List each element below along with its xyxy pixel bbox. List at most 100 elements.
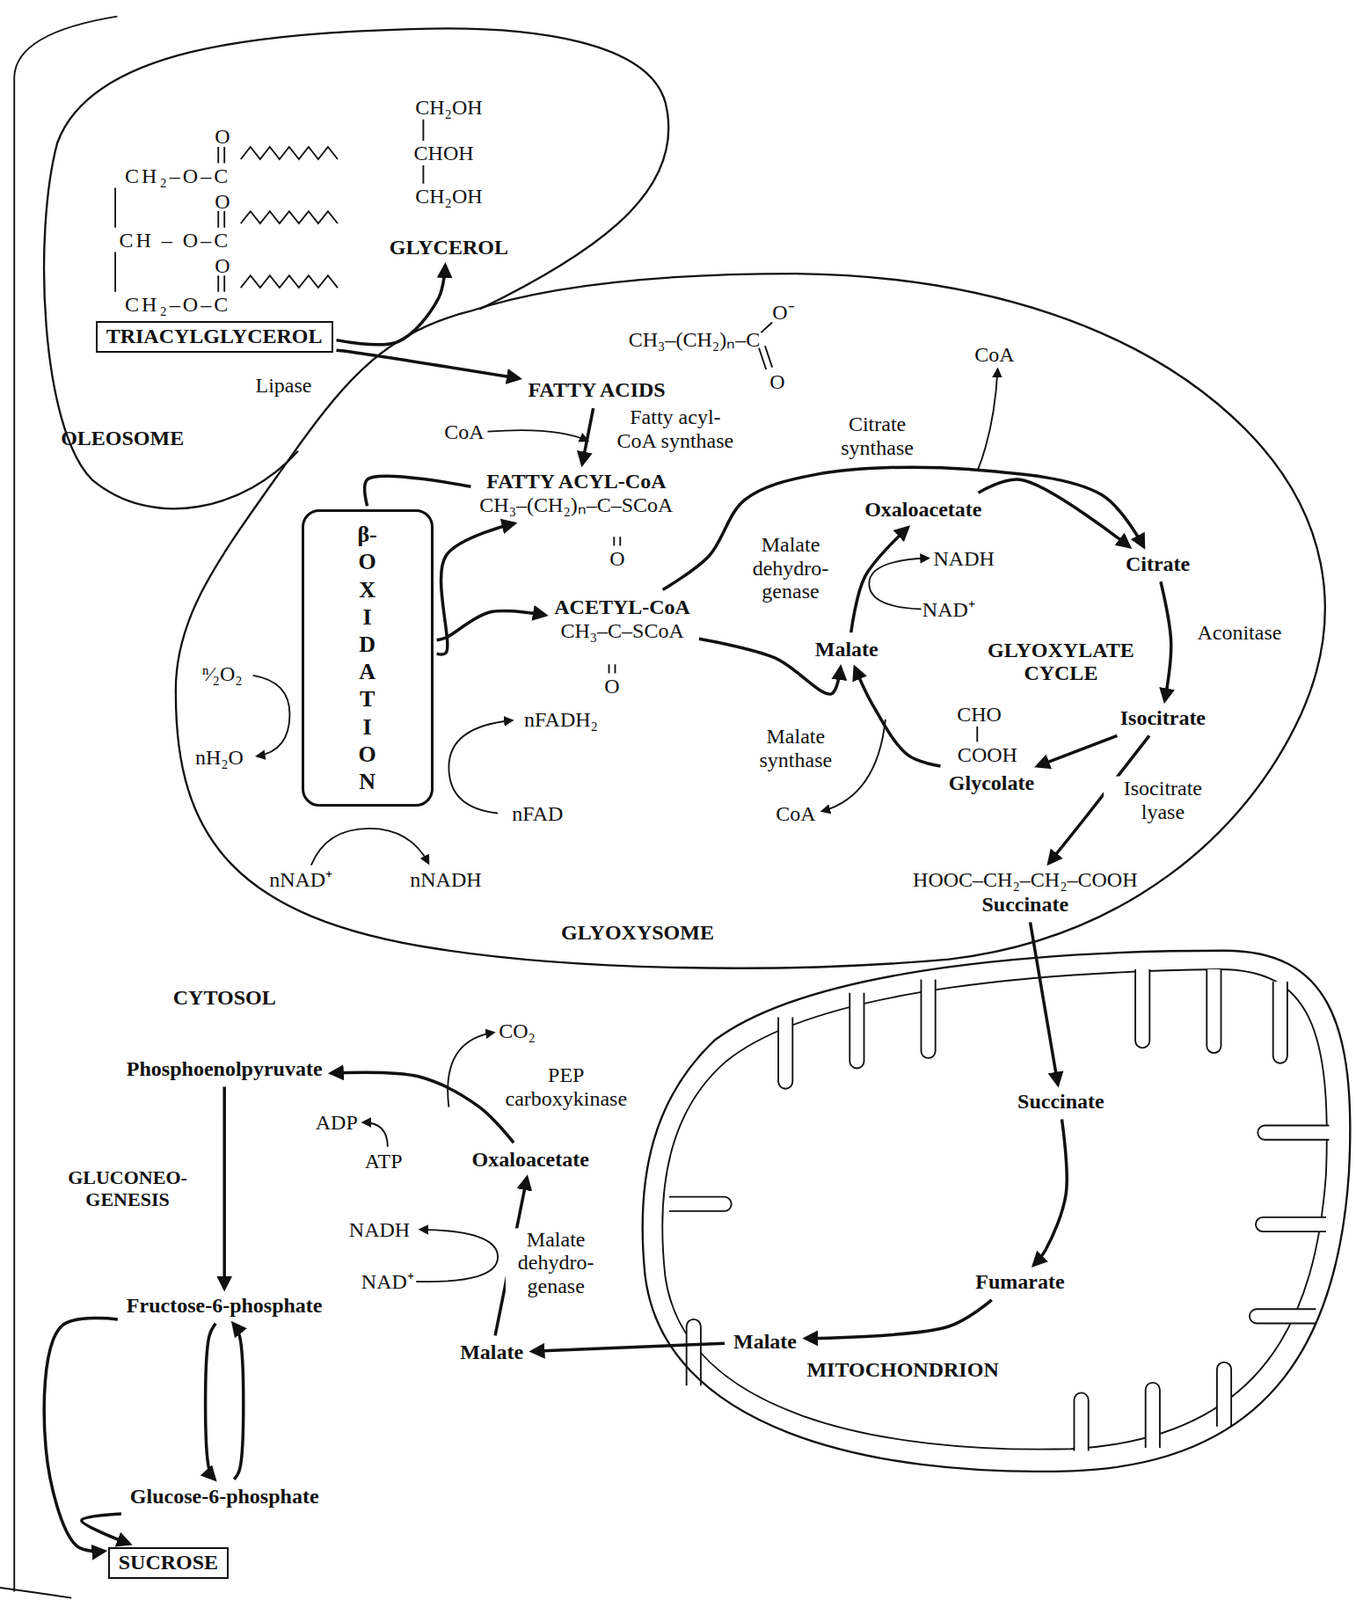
- chemical-label: CoA: [974, 342, 1014, 365]
- chemical-label: NAD⁺: [361, 1269, 415, 1293]
- node-text: SUCROSE: [118, 1550, 219, 1575]
- crista: [1135, 969, 1150, 1048]
- chemical-label: CH₂OH: [415, 184, 482, 208]
- metabolite-node: Oxaloacetate: [859, 495, 987, 525]
- reaction-arrow: [364, 475, 472, 506]
- enzyme-label: Malate dehydro- genase: [740, 533, 841, 604]
- reaction-arrow: [582, 408, 594, 465]
- reaction-arrow: [81, 1513, 130, 1544]
- reaction-arrow: [205, 1323, 217, 1480]
- metabolite-node: Fructose-6-phosphate: [121, 1291, 329, 1320]
- crista: [920, 979, 935, 1058]
- chemical-label: CH₂OH: [415, 95, 482, 119]
- crista: [669, 1196, 732, 1211]
- metabolite-node: GLYCEROL: [384, 233, 514, 263]
- metabolite-node: HOOC–CH₂–CH₂–COOHSuccinate: [907, 866, 1143, 919]
- chemical-label: O⁻: [772, 300, 795, 324]
- inner-membrane: [662, 969, 1327, 1450]
- crista: [778, 1017, 793, 1089]
- crista: [1257, 1124, 1329, 1139]
- oleosome-outline: [30, 12, 705, 536]
- compartment-region: MITOCHONDRIONSuccinateFumarateMalate: [622, 933, 1356, 1489]
- reaction-arrow: [1030, 922, 1058, 1085]
- chemical-label: nFADH₂: [524, 707, 598, 731]
- glyoxysome-outline: [163, 260, 1356, 985]
- oleosome-outline: [43, 28, 669, 509]
- chemical-label: CO₂: [498, 1018, 536, 1042]
- chemical-label: nNAD⁺: [269, 867, 333, 891]
- crista: [1145, 1382, 1160, 1448]
- region-name: MITOCHONDRION: [806, 1357, 999, 1383]
- node-text: Isocitrate: [1120, 706, 1206, 731]
- cofactor-arrow: [253, 675, 291, 757]
- cofactor-arrow: [363, 1122, 388, 1147]
- node-text: HOOC–CH₂–CH₂–COOH: [912, 867, 1138, 893]
- enzyme-label: Isocitrate lyase: [1103, 776, 1222, 824]
- chemical-label: CoA: [444, 419, 484, 443]
- compartment-region: GLYOXYSOMEFATTY ACIDSFATTY ACYL-CoACH₃–(…: [163, 260, 1356, 985]
- fatty-acid-chain: [240, 211, 338, 224]
- reaction-arrow: [851, 527, 909, 633]
- reaction-arrow: [854, 667, 941, 766]
- chemical-label: O: [769, 370, 785, 394]
- page-frame: [0, 1587, 72, 1598]
- compound-box: SUCROSE: [108, 1546, 229, 1579]
- section-heading: GLYOXYLATE CYCLE: [976, 637, 1145, 685]
- metabolite-node: FATTY ACYL-CoACH₃–(CH₂)ₙ–C–SCoA: [473, 467, 678, 520]
- reaction-arrow: [331, 1071, 515, 1143]
- node-text: CH₃–C–SCoA: [554, 619, 691, 644]
- cofactor-arrow: [447, 1032, 494, 1108]
- cofactor-arrow: [868, 558, 928, 610]
- enzyme-label: Aconitase: [1195, 620, 1284, 644]
- chemical-label: CH – O–C: [118, 227, 231, 251]
- chemical-label: nFAD: [511, 801, 563, 824]
- crista: [1206, 969, 1221, 1053]
- metabolite-node: Oxaloacetate: [466, 1145, 595, 1174]
- node-text: CH₃–(CH₂)ₙ–C–SCoA: [479, 493, 673, 518]
- node-text: Succinate: [1017, 1089, 1105, 1115]
- compound-box: TRIACYLGLYCEROL: [95, 320, 334, 353]
- region-name: GLYOXYSOME: [561, 921, 715, 947]
- metabolite-node: Isocitrate: [1115, 704, 1211, 733]
- node-text: FATTY ACYL-CoA: [479, 469, 673, 495]
- node-text: Phosphoenolpyruvate: [126, 1057, 323, 1082]
- node-text: FATTY ACIDS: [527, 378, 665, 403]
- node-text: TRIACYLGLYCEROL: [106, 324, 323, 350]
- enzyme-label: Fatty acyl- CoA synthase: [609, 405, 741, 452]
- node-text: Glucose-6-phosphate: [130, 1484, 320, 1510]
- mitochondrion-outline: [641, 950, 1350, 1472]
- enzyme-label: Lipase: [253, 373, 314, 397]
- chemical-label: ADP: [315, 1110, 358, 1134]
- glyoxysome-outline: [174, 273, 1325, 969]
- enzyme-label: Citrate synthase: [820, 412, 934, 460]
- chemical-label: O: [604, 673, 620, 697]
- chemical-label: nNADH: [409, 867, 482, 891]
- reaction-arrow: [663, 466, 1145, 590]
- node-text: Malate: [815, 637, 879, 663]
- chemical-label: O: [214, 189, 230, 212]
- glyoxylate-bond: [976, 726, 978, 742]
- chemical-label: NADH: [349, 1217, 410, 1241]
- acyl-double-bond: [613, 536, 620, 546]
- crista: [1273, 981, 1288, 1064]
- tag-bonds: [114, 187, 117, 292]
- crista: [849, 992, 864, 1069]
- fatty-acid-chain: [240, 146, 338, 160]
- chemical-label: NAD⁺: [922, 597, 976, 620]
- acetyl-double-bond: [609, 663, 616, 673]
- metabolite-node: Malate: [454, 1338, 529, 1367]
- node-text: Oxaloacetate: [472, 1147, 590, 1173]
- metabolite-node: FATTY ACIDS: [522, 376, 671, 405]
- node-text: Succinate: [912, 892, 1138, 918]
- chemical-label: CH₃–(CH₂)ₙ–C: [628, 328, 760, 351]
- chemical-label: CoA: [775, 801, 816, 824]
- chemical-label: ATP: [364, 1149, 403, 1173]
- fatty-acid-bonds: [758, 322, 773, 370]
- section-heading: CYTOSOL: [173, 985, 277, 1009]
- metabolite-node: Succinate: [1012, 1087, 1110, 1116]
- chemical-label: O: [214, 124, 230, 148]
- metabolite-node: Glycolate: [943, 769, 1040, 798]
- node-text: Malate: [733, 1329, 797, 1355]
- node-text: Oxaloacetate: [864, 497, 982, 523]
